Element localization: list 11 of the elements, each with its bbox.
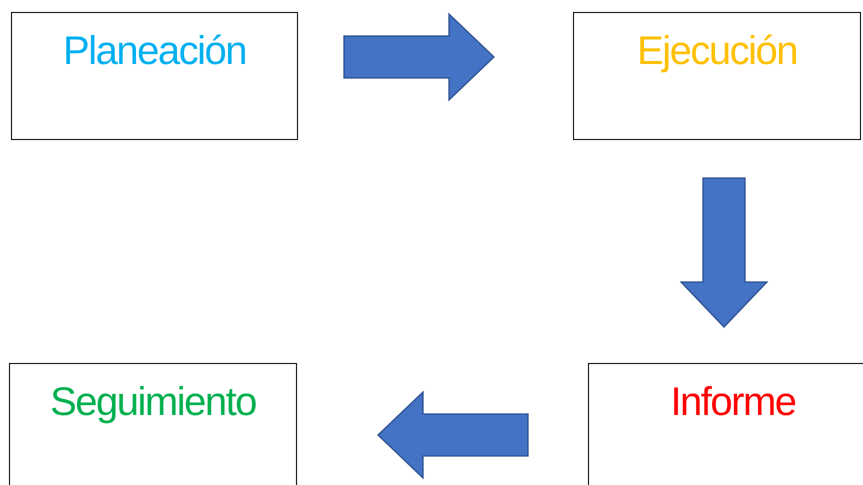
process-box xyxy=(9,363,297,485)
step-label: Planeación xyxy=(62,29,247,74)
step-label: Ejecución xyxy=(636,29,798,74)
process-box xyxy=(573,12,861,140)
step-label: Informe xyxy=(669,380,797,425)
process-box xyxy=(588,363,863,485)
step-label: Seguimiento xyxy=(49,380,257,425)
process-box xyxy=(11,12,298,140)
block-arrow xyxy=(679,177,769,328)
block-arrow xyxy=(377,390,529,480)
block-arrow xyxy=(343,12,495,102)
